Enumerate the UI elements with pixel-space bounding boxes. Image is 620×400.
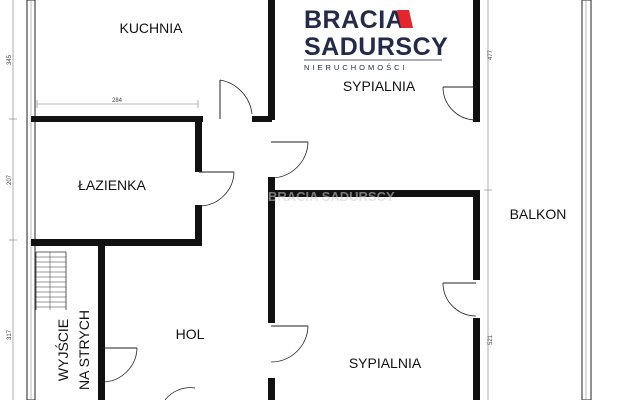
left-dimension-line: [9, 0, 17, 400]
stair-hall-wall: [98, 246, 105, 400]
dim-bedroom-bottom-depth: 521: [488, 334, 494, 345]
right-dimension-line: [484, 0, 492, 400]
room-label-kitchen: KUCHNIA: [119, 20, 183, 36]
central-wall-lower: [268, 198, 275, 323]
kitchen-width-dimension: [36, 100, 199, 108]
bathroom-walls: [31, 120, 202, 246]
stair-door: [101, 347, 138, 383]
logo-tagline: NIERUCHOMOŚCI: [304, 63, 408, 72]
room-label-balcony: BALKON: [510, 206, 567, 222]
dim-bathroom-height: 207: [7, 174, 13, 185]
dim-stair-height: 317: [7, 329, 13, 340]
staircase: [35, 251, 67, 310]
bedroom-bottom-door: [270, 325, 309, 363]
balcony-door-top: [442, 86, 477, 121]
central-wall-bottom: [268, 378, 275, 400]
company-logo: BRACIA SADURSCY NIERUCHOMOŚCI: [304, 6, 448, 72]
balcony-railing: [581, 0, 592, 400]
central-wall-top: [268, 0, 275, 120]
bedroom-divider-wall: [268, 190, 480, 197]
balcony-door-bottom: [442, 282, 477, 317]
left-outer-wall: [26, 0, 36, 400]
room-label-bedroom-top: SYPIALNIA: [343, 78, 416, 94]
bathroom-door: [198, 171, 235, 207]
attic-exit-label-line2: NA STRYCH: [76, 310, 92, 390]
dim-kitchen-width: 284: [112, 98, 123, 104]
watermark: BRACIA SADURSCY: [268, 189, 395, 204]
dim-kitchen-height: 345: [7, 54, 13, 65]
logo-accent-mark: [397, 10, 413, 28]
room-label-bathroom: ŁAZIENKA: [78, 177, 146, 193]
logo-line1: BRACIA: [304, 6, 404, 34]
bedroom-right-wall: [473, 0, 480, 400]
room-label-hall: HOL: [176, 326, 205, 342]
dim-bedroom-top-depth: 477: [488, 49, 494, 60]
logo-line2: SADURSCY: [304, 33, 448, 61]
hall-bottom-door: [164, 387, 196, 400]
attic-exit-label-line1: WYJŚCIE: [54, 319, 71, 381]
kitchen-bottom-wall: [31, 116, 272, 122]
kitchen-door: [219, 79, 253, 119]
room-label-bedroom-bottom: SYPIALNIA: [349, 355, 422, 371]
bedroom-top-door: [270, 141, 309, 179]
